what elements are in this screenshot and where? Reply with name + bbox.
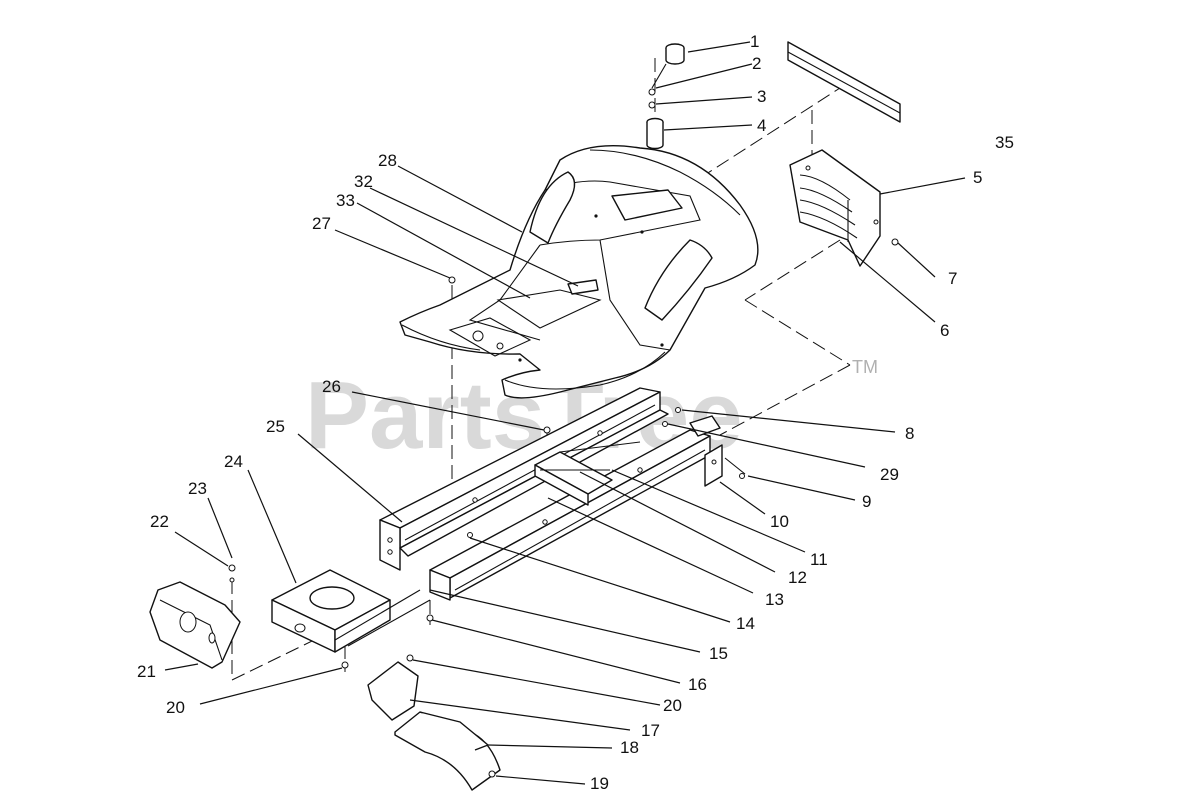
callout-25: 25: [266, 417, 285, 436]
part-13-lower-rail: [429, 429, 711, 601]
leader-lines: [164, 41, 966, 785]
callout-23: 23: [188, 479, 207, 498]
callout-3: 3: [757, 87, 766, 106]
callout-17: 17: [641, 721, 660, 740]
callout-7: 7: [948, 269, 957, 288]
callout-27: 27: [312, 214, 331, 233]
callout-20-left: 20: [166, 698, 185, 717]
callout-33: 33: [336, 191, 355, 210]
callout-21: 21: [137, 662, 156, 681]
callout-4: 4: [757, 116, 766, 135]
callout-12: 12: [788, 568, 807, 587]
callout-9: 9: [862, 492, 871, 511]
callout-22: 22: [150, 512, 169, 531]
callout-11: 11: [810, 550, 828, 569]
callout-labels: 1 2 3 4 5 6 7 8 9 10 11 12 13 14 15 16 1…: [137, 32, 1014, 793]
part-17-18-lower-shield: [367, 654, 501, 791]
part-21-front-bracket: [149, 564, 241, 669]
watermark-trademark: TM: [852, 357, 878, 377]
part-5-rear-bracket: [789, 149, 899, 267]
callout-14: 14: [736, 614, 755, 633]
part-24-pivot-plate: [271, 569, 431, 653]
callout-8: 8: [905, 424, 914, 443]
callout-28: 28: [378, 151, 397, 170]
callout-1: 1: [750, 32, 759, 51]
callout-20-right: 20: [663, 696, 682, 715]
callout-24: 24: [224, 452, 243, 471]
callout-5: 5: [973, 168, 982, 187]
callout-16: 16: [688, 675, 707, 694]
callout-13: 13: [765, 590, 784, 609]
callout-6: 6: [940, 321, 949, 340]
callout-19: 19: [590, 774, 609, 793]
callout-2: 2: [752, 54, 761, 73]
part-11-12-cross-member: [534, 441, 641, 506]
fasteners: [341, 276, 745, 669]
part-1-4-switch-stack: [646, 43, 685, 150]
callout-15: 15: [709, 644, 728, 663]
callout-26: 26: [322, 377, 341, 396]
callout-35: 35: [995, 133, 1014, 152]
exploded-guide-lines: [231, 58, 851, 681]
callout-32: 32: [354, 172, 373, 191]
callout-29: 29: [880, 465, 899, 484]
callout-18: 18: [620, 738, 639, 757]
part-35-rear-strip: [787, 41, 901, 123]
part-28-fender-pan: [399, 145, 759, 399]
callout-10: 10: [770, 512, 789, 531]
